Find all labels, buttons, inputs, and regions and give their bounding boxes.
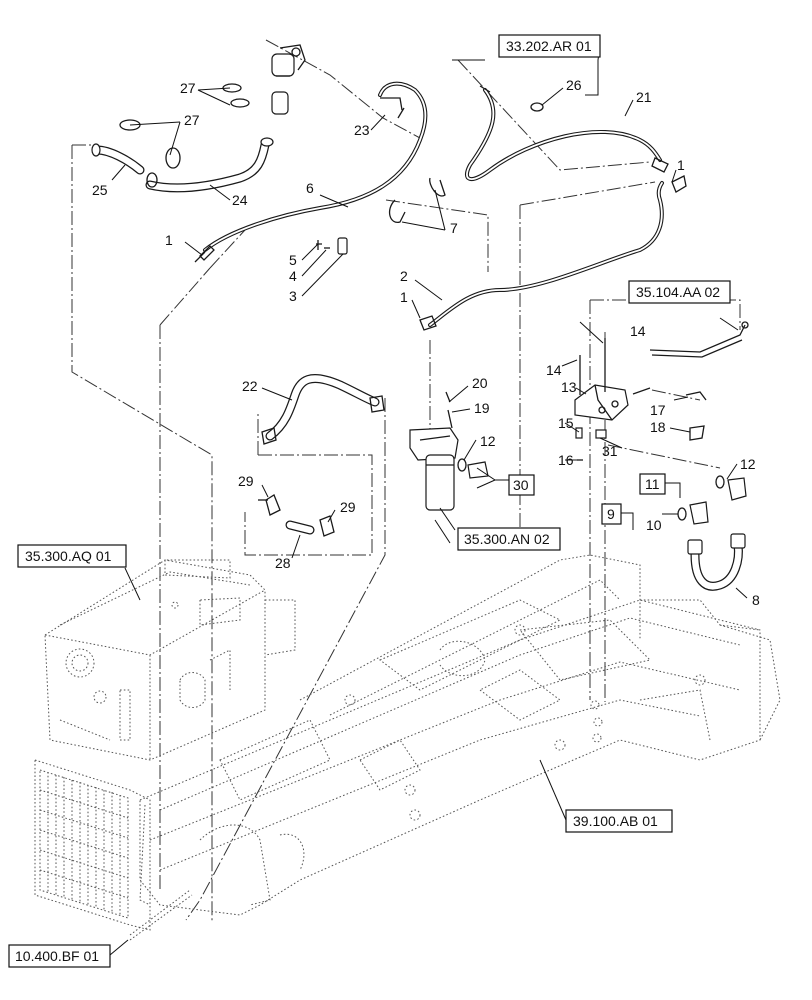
hose-22 [261,374,385,445]
boxed-callouts: 11 9 30 [508,473,666,525]
callout-1-mid: 1 [400,289,408,305]
callout-21: 21 [636,89,652,105]
callout-25: 25 [92,182,108,198]
callout-24: 24 [232,192,248,208]
callout-3: 3 [289,288,297,304]
ref-10-400-bf-01: 10.400.BF 01 [15,948,99,964]
callout-12-left: 12 [480,433,496,449]
callout-31: 31 [602,443,618,459]
ref-39-100-ab-01: 39.100.AB 01 [573,813,658,829]
filter-assembly [409,391,489,511]
line-35-104 [649,321,749,358]
valve-block [574,338,707,461]
hose-8 [677,475,747,591]
callout-11: 11 [645,476,660,492]
hose-24 [145,137,274,193]
callout-23: 23 [354,122,370,138]
callout-12-right: 12 [740,456,756,472]
clamp-7 [380,97,446,223]
callout-8: 8 [752,592,760,608]
callout-7: 7 [450,220,458,236]
callout-26: 26 [566,77,582,93]
callout-14-right: 14 [630,323,646,339]
hydraulic-tank [44,559,296,761]
oil-cooler [34,759,193,941]
leader-lines [109,44,748,960]
ref-35-300-aq-01: 35.300.AQ 01 [25,548,112,564]
callout-20: 20 [472,375,488,391]
clamps-27 [119,83,250,188]
hose-2 [419,181,664,331]
hose-21 [464,85,687,193]
tube-28 [258,494,335,537]
callout-19: 19 [474,400,490,416]
chassis-frame [139,554,781,916]
callout-15: 15 [558,415,574,431]
reference-boxes: 33.202.AR 01 35.104.AA 02 35.300.AN 02 3… [8,34,731,968]
bolt-stack-3-4-5 [316,237,348,255]
callout-2: 2 [400,268,408,284]
callout-14-left: 14 [546,362,562,378]
callout-29-right: 29 [340,499,356,515]
callout-28: 28 [275,555,291,571]
hose-6 [194,81,428,263]
callout-1-left: 1 [165,232,173,248]
callout-18: 18 [650,419,666,435]
callout-10: 10 [646,517,662,533]
callout-27-right: 27 [184,112,200,128]
coupling-top [271,44,306,115]
callout-9: 9 [607,506,615,522]
ref-33-202-ar-01: 33.202.AR 01 [506,38,592,54]
hose-25 [91,143,145,175]
callout-6: 6 [306,180,314,196]
callout-1-right: 1 [677,157,685,173]
callout-16: 16 [558,452,574,468]
callout-17: 17 [650,402,666,418]
callout-22: 22 [242,378,258,394]
ref-35-300-an-02: 35.300.AN 02 [464,531,550,547]
callout-4: 4 [289,268,297,284]
callout-27-left: 27 [180,80,196,96]
callout-29-left: 29 [238,473,254,489]
ref-35-104-aa-02: 35.104.AA 02 [636,284,720,300]
callout-13: 13 [561,379,577,395]
callout-30: 30 [513,477,529,493]
callouts: 27 27 25 24 23 26 21 1 6 7 1 5 4 3 2 1 2… [92,77,760,608]
callout-5: 5 [289,252,297,268]
